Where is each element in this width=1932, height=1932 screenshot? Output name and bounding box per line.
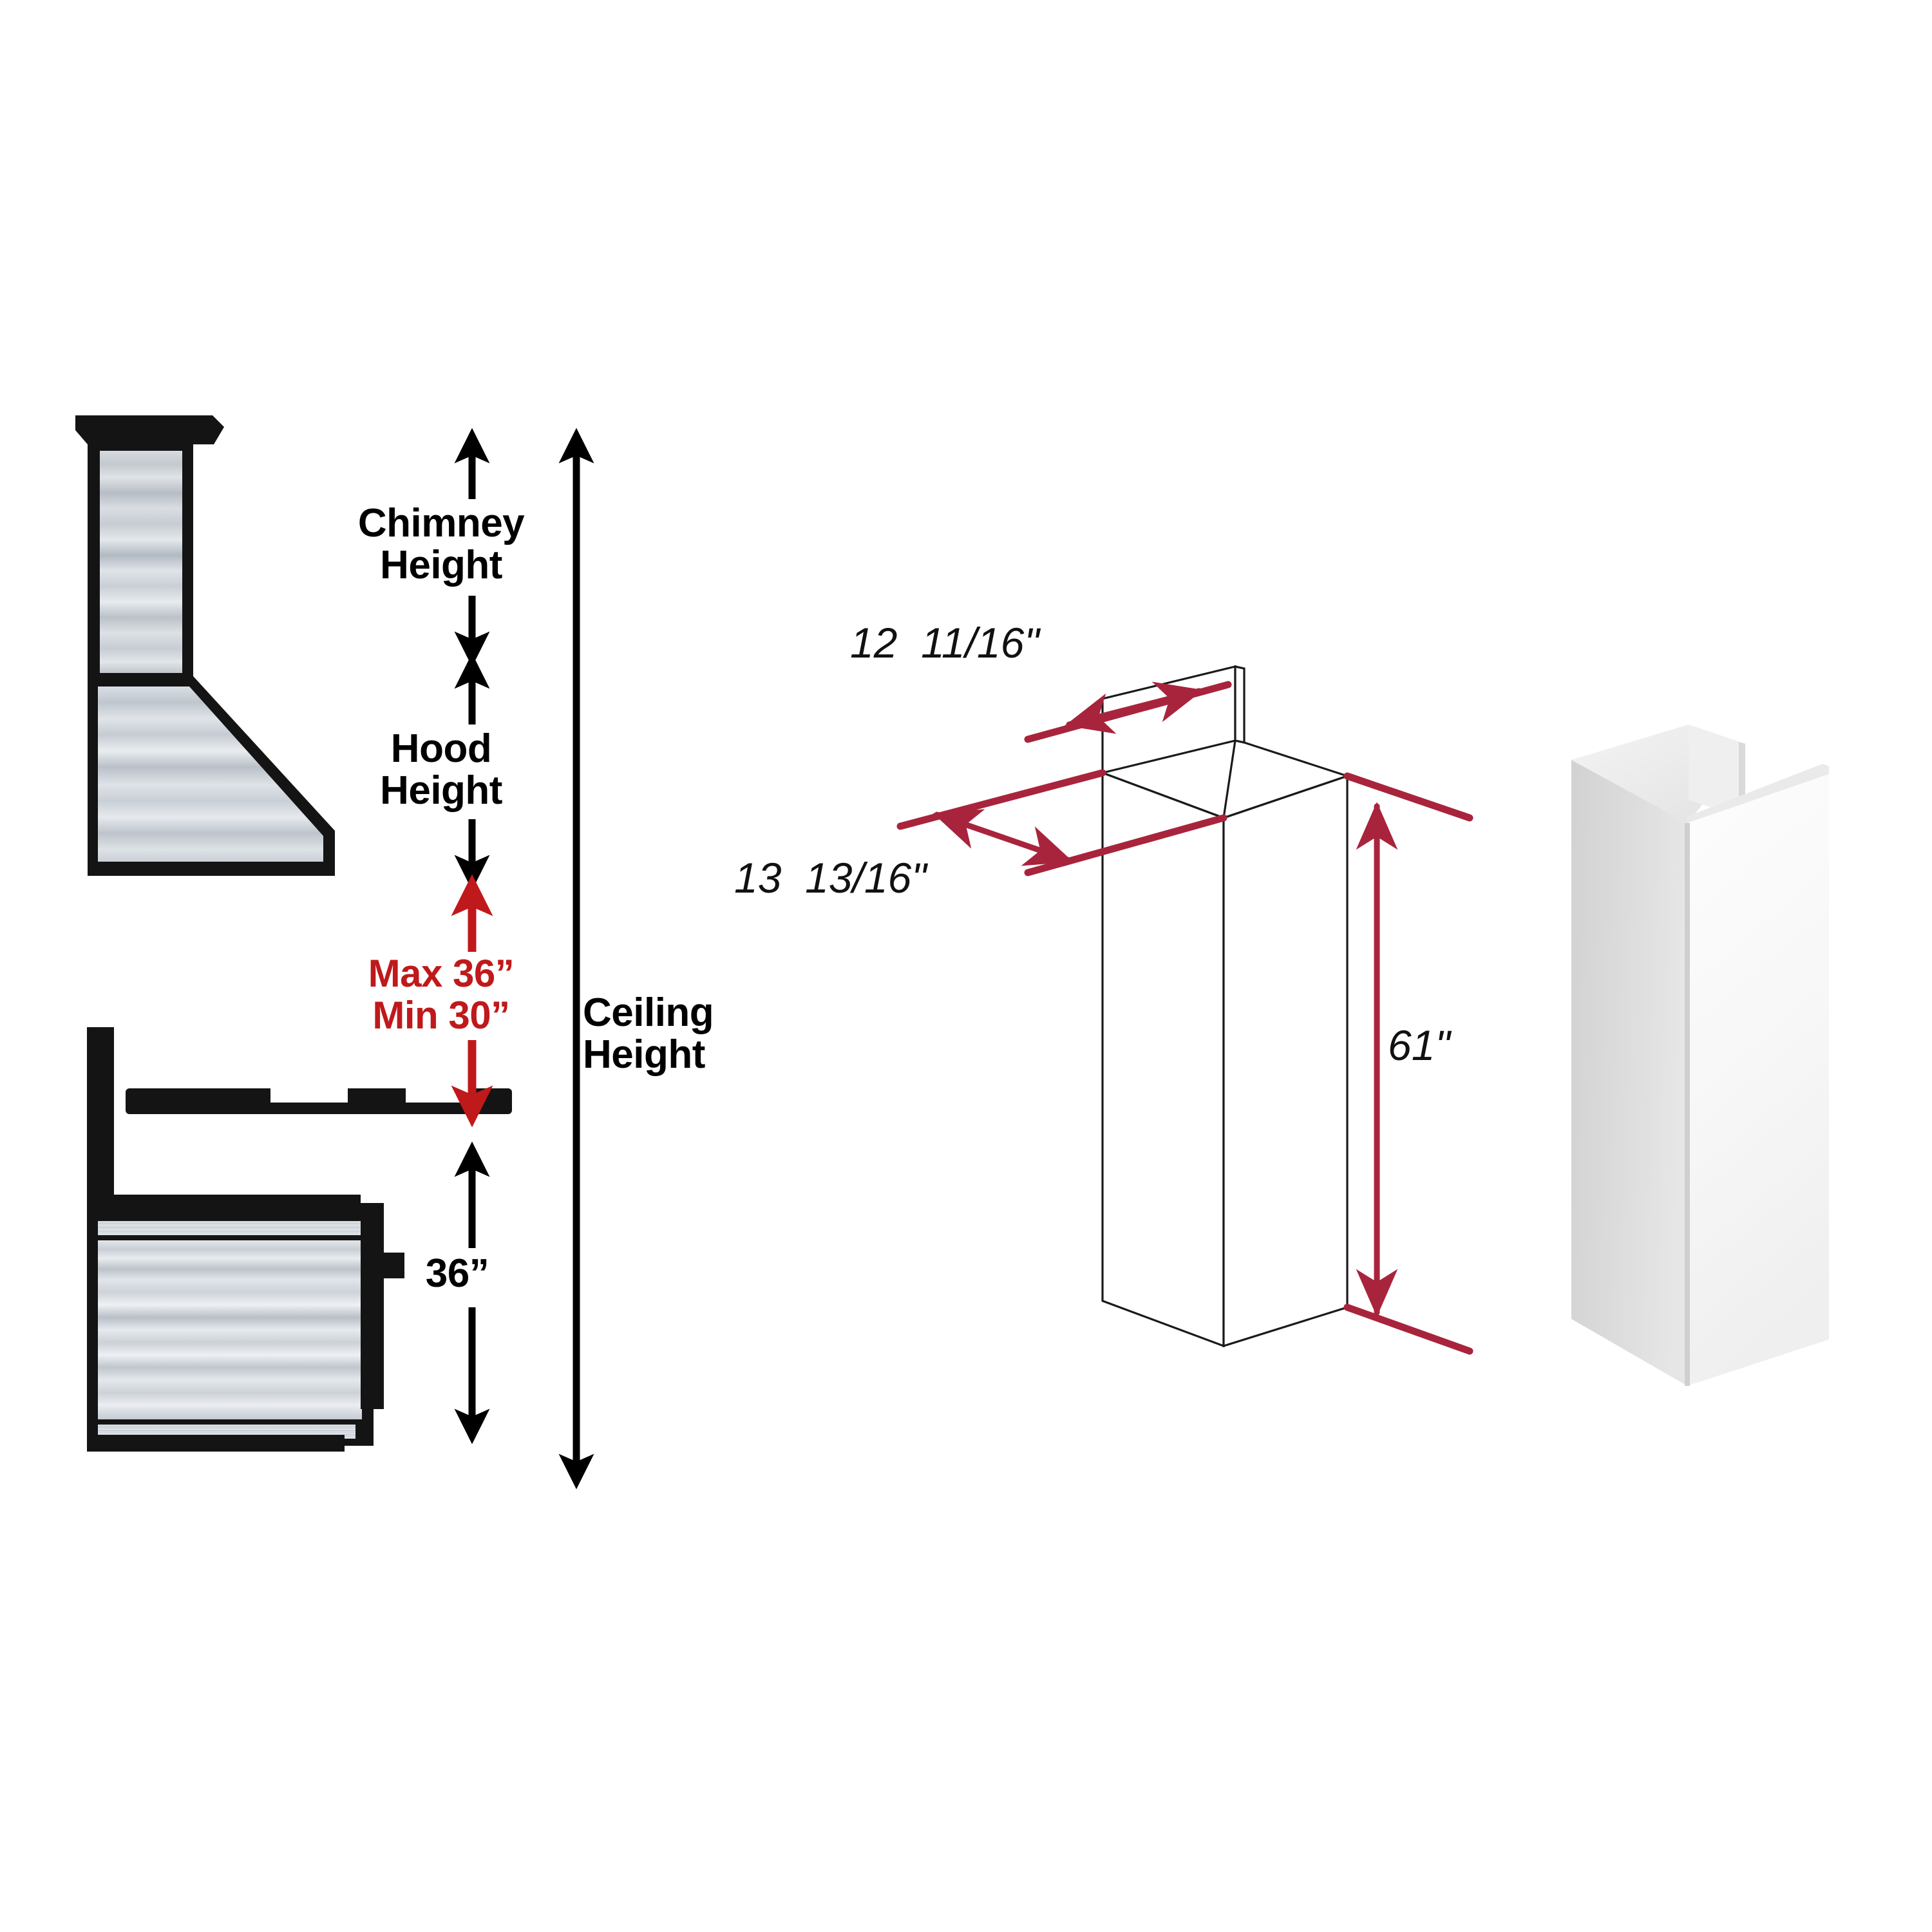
chimney-height-label: Chimney Height [357,501,525,588]
dim-arrow-depth [1065,681,1204,734]
measurement-column [451,428,594,1490]
hood-bottom-lip [88,862,335,876]
extline-height-top [1343,772,1473,822]
wireframe-fold-line [1222,740,1236,819]
product-front-face [1687,774,1829,1386]
range-side-knob [384,1253,404,1278]
product-rear-flange [1689,724,1745,819]
product-left-panel [1571,760,1687,1386]
chimney-extension-product-render [1571,724,1829,1386]
product-corner-crease [1685,823,1690,1386]
wireframe-rear-edge-thickness [1234,665,1245,744]
product-front-top-edge [1687,764,1829,823]
wireframe-right-face [1222,774,1349,1348]
depth-dimension-label: 12 11/16" [850,619,1039,667]
wireframe-left-face [1101,771,1225,1348]
width-dimension-label: 13 13/16" [734,854,927,902]
range-side-hinge [361,1203,384,1409]
extline-height-bottom [1343,1303,1473,1355]
dimension-lines [896,681,1473,1355]
range-hood-side-view [75,415,335,876]
hood-canopy-steel [98,687,323,866]
range-upper-band [98,1221,362,1235]
height-dimension-label: 61" [1388,1021,1450,1069]
extline-width-a [896,769,1106,830]
wireframe-rear-to-right [1244,741,1348,777]
range-backguard [87,1027,114,1201]
range-top-rail [87,1195,361,1214]
range-door-steel [98,1240,362,1419]
ceiling-height-label: Ceiling Height [583,990,714,1077]
range-side-view [87,1027,512,1452]
range-control-gap-1 [270,1087,348,1103]
chimney-extension-wireframe [1101,665,1349,1348]
range-foot [87,1435,345,1452]
hood-top-cap [75,415,224,444]
hood-height-label: Hood Height [380,726,502,813]
range-control-gap-2 [406,1087,470,1103]
counter-height-label: 36” [425,1251,489,1296]
dim-arrow-width [933,809,1074,866]
clearance-label: Max 36” Min 30” [368,952,515,1037]
wireframe-rear-top-face [1101,665,1236,775]
hood-chimney-steel [100,451,182,673]
